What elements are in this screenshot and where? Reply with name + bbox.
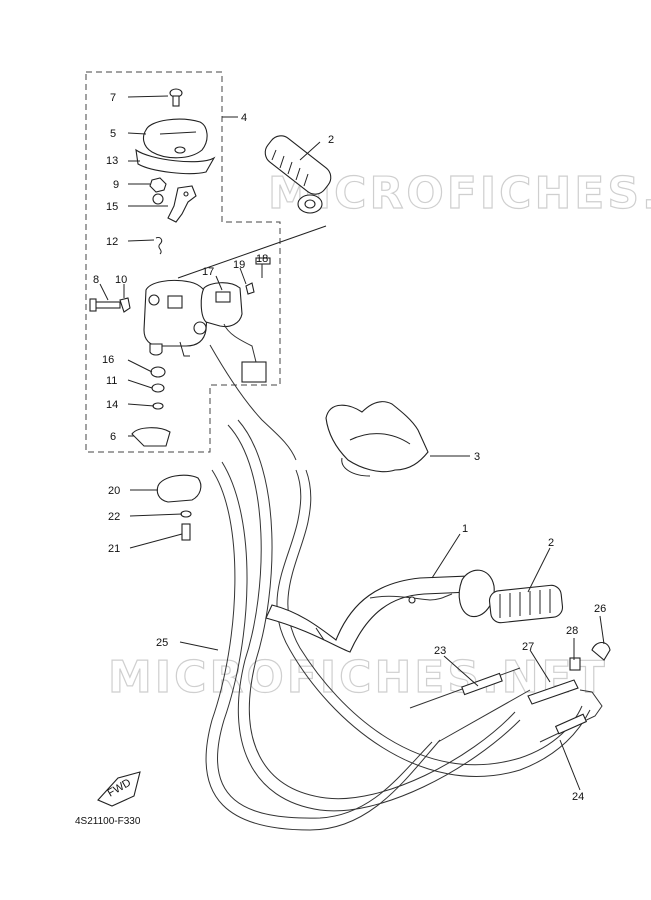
callout-6: 6 [110,431,116,443]
callout-26: 26 [594,603,606,615]
right-grip [458,569,564,624]
callout-23: 23 [434,645,446,657]
callout-3: 3 [474,451,480,463]
callout-20: 20 [108,485,120,497]
callout-7: 7 [110,92,116,104]
screw-7 [169,88,183,107]
callout-27: 27 [522,641,534,653]
small-parts [149,177,197,255]
switch-cover [135,118,216,175]
lower-cables [409,641,611,743]
callout-15: 15 [106,201,118,213]
callout-labels: 7 4 5 2 13 9 15 12 17 19 18 8 10 16 11 1… [93,92,606,803]
callout-16: 16 [102,354,114,366]
callout-17: 17 [202,266,214,278]
handlebar [265,575,471,653]
switch-17 [200,257,271,383]
callout-13: 13 [106,155,118,167]
callout-8: 8 [93,274,99,286]
callout-14: 14 [106,399,118,411]
handlebar-cover [325,401,429,477]
callout-10: 10 [115,274,127,286]
callout-22: 22 [108,511,120,523]
callout-28: 28 [566,625,578,637]
callout-18: 18 [256,253,268,265]
callout-2-upper: 2 [328,134,334,146]
callout-2-lower: 2 [548,537,554,549]
clamp-parts [156,474,202,541]
bolt-8 [89,297,131,313]
cables [205,344,591,831]
callout-11: 11 [106,375,117,387]
watermark-top: MICROFICHES.NET [268,168,651,219]
diagram-code: 4S21100-F330 [75,816,141,827]
callout-24: 24 [572,791,584,803]
callout-9: 9 [113,179,119,191]
callout-4: 4 [241,112,247,124]
callout-21: 21 [108,543,120,555]
callout-25: 25 [156,637,168,649]
fwd-arrow-icon: FWD [97,771,141,807]
assembly-box-outline [85,71,281,453]
callout-12: 12 [106,236,118,248]
callout-5: 5 [110,128,116,140]
lower-stack [131,366,171,447]
callout-1: 1 [462,523,468,535]
leader-lines [99,95,605,791]
switch-housing [143,279,209,357]
callout-19: 19 [233,259,245,271]
